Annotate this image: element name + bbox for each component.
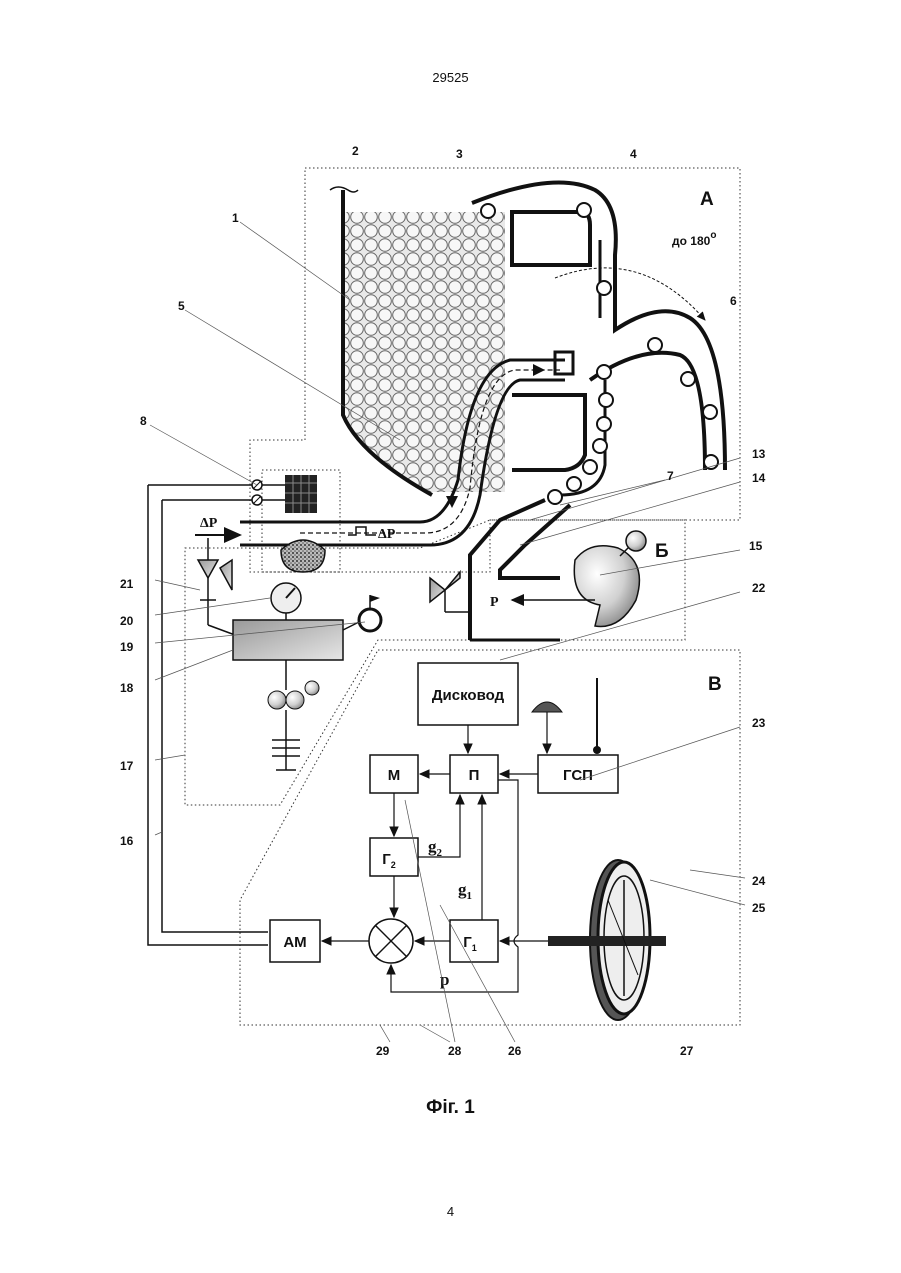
- wheel: [548, 860, 666, 1020]
- block-m: М: [388, 767, 401, 784]
- callout-27: 27: [680, 1044, 694, 1058]
- block-g1-sub: 1: [472, 943, 477, 953]
- callout-15: 15: [749, 539, 763, 553]
- callout-23: 23: [752, 716, 766, 730]
- callout-2: 2: [352, 144, 359, 158]
- callout-8: 8: [140, 414, 147, 428]
- page-footer-number: 4: [0, 1204, 901, 1219]
- callout-14: 14: [752, 471, 766, 485]
- gsp-antenna: [532, 678, 601, 754]
- callout-17: 17: [120, 759, 134, 773]
- rotation-arc-arrow: [555, 268, 705, 320]
- throttle-valve-right: [430, 572, 470, 612]
- callout-20: 20: [120, 614, 134, 628]
- block-am: АМ: [283, 934, 306, 951]
- callout-22: 22: [752, 581, 766, 595]
- control-blocks: [270, 663, 618, 963]
- control-cable: [148, 485, 285, 945]
- signal-g1: g1: [458, 880, 472, 902]
- callout-24: 24: [752, 874, 766, 888]
- pressure-pulse-symbol: [348, 527, 376, 535]
- angle-note: до 180o: [672, 230, 716, 248]
- callout-6: 6: [730, 294, 737, 308]
- callout-25: 25: [752, 901, 766, 915]
- callout-26: 26: [508, 1044, 522, 1058]
- callout-1: 1: [232, 211, 239, 225]
- callout-3: 3: [456, 147, 463, 161]
- callout-18: 18: [120, 681, 134, 695]
- hopper: [330, 187, 505, 495]
- callout-7: 7: [667, 469, 674, 483]
- p-label-sensor: P: [490, 595, 499, 610]
- delta-p-label-pipe: ΔP: [378, 527, 396, 542]
- outlet-chute: [470, 500, 570, 640]
- signal-p: p: [440, 970, 449, 989]
- callout-13: 13: [752, 447, 766, 461]
- section-label-a: А: [700, 189, 714, 210]
- delta-p-label-inlet: ΔP: [200, 516, 218, 531]
- block-p: П: [469, 767, 480, 784]
- callout-21: 21: [120, 577, 134, 591]
- callout-16: 16: [120, 834, 134, 848]
- block-g2-sub: 2: [391, 860, 396, 870]
- terminal-contacts: [252, 480, 262, 505]
- block-gsp: ГСП: [563, 767, 593, 784]
- section-label-b: Б: [655, 541, 669, 562]
- figure-caption: Фіг. 1: [0, 1097, 901, 1119]
- callout-4: 4: [630, 147, 637, 161]
- signal-g2: g2: [428, 837, 443, 859]
- callout-19: 19: [120, 640, 134, 654]
- block-diskovod: Дисковод: [432, 687, 505, 704]
- callout-5: 5: [178, 299, 185, 313]
- callout-28: 28: [448, 1044, 462, 1058]
- callout-29: 29: [376, 1044, 390, 1058]
- section-label-v: В: [708, 674, 722, 695]
